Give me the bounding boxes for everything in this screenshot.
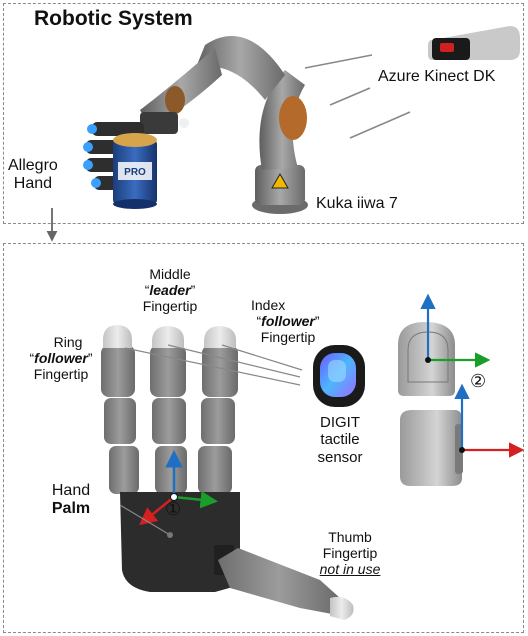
index-quote-open: “ [256,313,262,330]
frame-marker-1: ① [165,499,182,520]
digit-label-line3: sensor [317,448,363,466]
ring-fingertip-label: Ring “follower” Fingertip [18,334,104,382]
digit-label-line1: DIGIT [320,414,360,431]
frame-marker-2: ② [470,371,487,392]
index-fingertip-label: Index “follower” Fingertip [244,297,332,345]
digit-sensor-label: DIGIT tactile sensor [308,414,372,466]
middle-fingertip-label: Middle “leader” Fingertip [134,266,206,314]
ring-label-line3: Fingertip [33,366,89,383]
thumb-fingertip-label: Thumb Fingertip not in use [310,529,390,577]
allegro-hand-label: Allegro Hand [8,157,58,194]
middle-label-line3: Fingertip [142,298,198,315]
robotic-system-title: Robotic System [34,7,193,30]
can-label: PRO [124,167,146,178]
ring-quote-open: “ [29,350,35,367]
allegro-hand-detail-panel [3,243,524,633]
index-label-line1: Index [251,297,286,313]
thumb-label-line3: not in use [319,561,381,578]
hand-palm-line2: Palm [51,500,91,518]
middle-quote-close: ” [190,282,196,299]
middle-label-line1: Middle [149,266,191,282]
can-icon [113,133,157,209]
ring-role: follower [34,350,88,367]
ring-label-line1: Ring [53,334,83,350]
thumb-label-line2: Fingertip [322,545,378,562]
azure-kinect-label: Azure Kinect DK [378,68,496,85]
index-role: follower [261,313,315,330]
hand-palm-line1: Hand [51,482,91,499]
thumb-label-line1: Thumb [328,529,372,545]
allegro-hand-label-line1: Allegro [8,157,58,174]
middle-role: leader [149,282,191,299]
kuka-arm-icon [140,36,308,214]
digit-label-line2: tactile [320,431,360,449]
middle-quote-open: “ [144,282,150,299]
hand-palm-label: Hand Palm [38,482,104,519]
allegro-hand-label-line2: Hand [13,175,53,193]
ring-quote-close: ” [87,350,93,367]
digit-sensor-icon [313,345,365,407]
robotic-system-panel [3,3,524,224]
azure-kinect-camera-icon [428,26,520,60]
index-quote-close: ” [314,313,320,330]
index-label-line3: Fingertip [260,329,316,346]
kuka-iiwa-label: Kuka iiwa 7 [316,195,398,212]
